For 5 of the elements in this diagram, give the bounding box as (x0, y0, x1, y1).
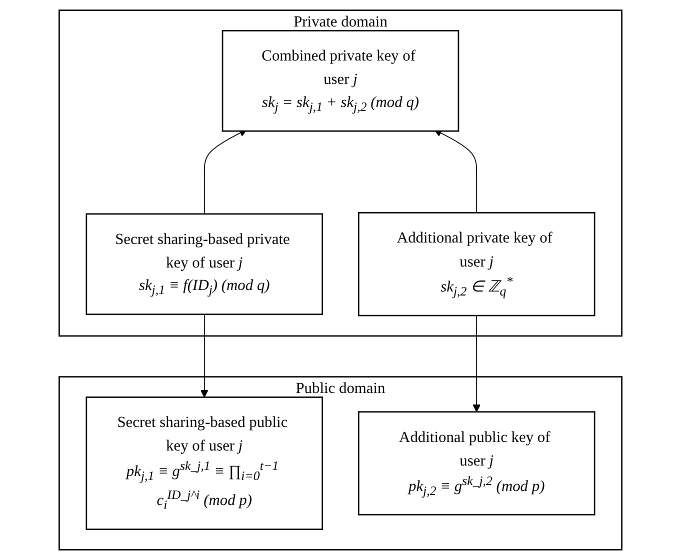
arrow (200, 314, 208, 398)
node-box: Secret sharing-based private key of user j sk$_{j,1}$ ≡ f(ID$_{j}$) (mod q) (86, 213, 324, 316)
arrow (472, 315, 481, 412)
node-box: Combined private key of user j sk$_{j}$ = sk$_{j,1}$ + sk$_{j,2}$ (mod q) (222, 30, 460, 132)
node-box: Additional public key of user j pk$_{j,2}$ ≡ g$^{sk_j,2}$ (mod p) (358, 411, 596, 516)
